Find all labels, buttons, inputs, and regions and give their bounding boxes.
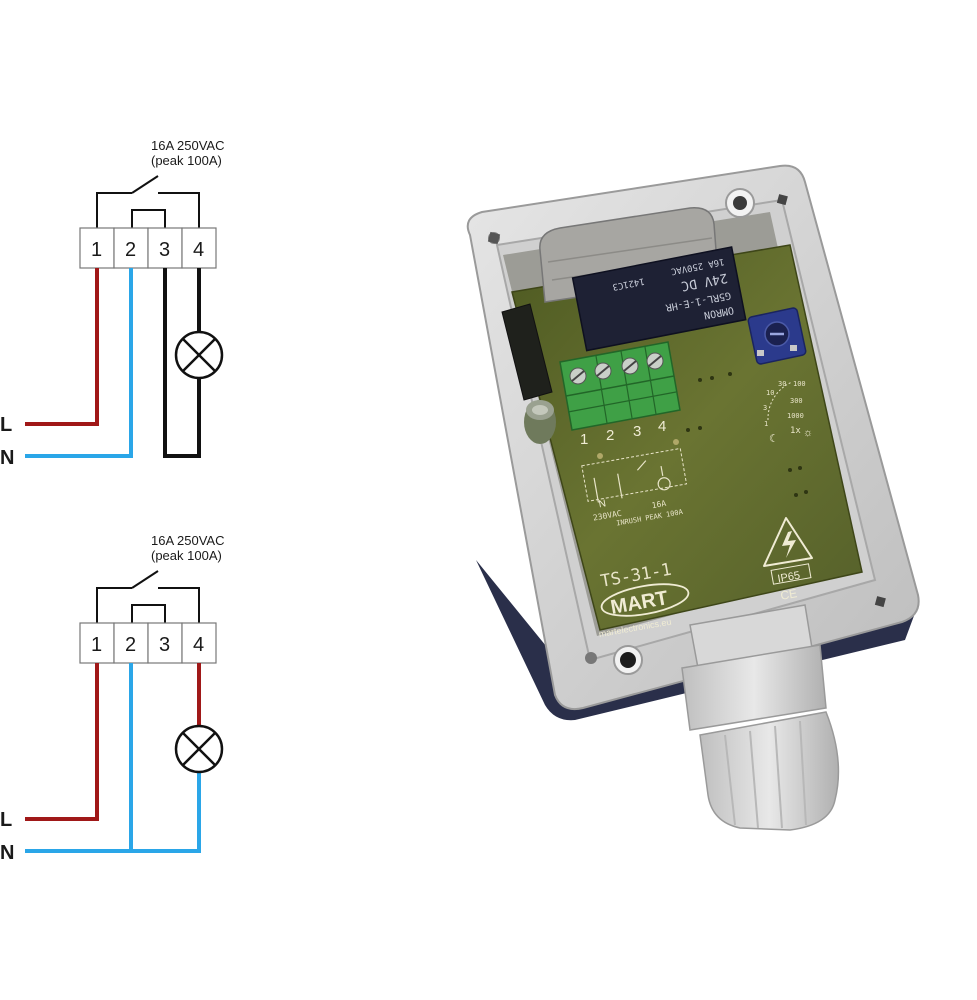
live-label: L [0,809,12,831]
relay-contact-wire-right [158,192,200,228]
lamp-icon [174,724,224,774]
terminal-label: 2 [125,634,136,656]
relay-contact-wire-left [96,192,132,228]
light-threshold-potentiometer[interactable] [747,307,807,365]
terminal-block [559,341,681,431]
scale-value: 1000 [787,412,804,420]
scale-value: 1 [764,420,768,428]
pcb-neutral-mark: N [598,498,607,510]
neutral-label: N [0,842,14,864]
pcb-terminal-number: 3 [633,423,641,440]
lux-unit-label: 1x [790,426,801,436]
terminal-label: 4 [193,634,204,656]
terminal-strip: 1 2 3 4 [79,227,217,269]
rating-line-1: 16A 250VAC [151,533,224,548]
terminal-label: 3 [159,634,170,656]
pcb-terminal-numbers: 1 2 3 4 [580,418,666,448]
device-photo: 1421C3 16A 250VAC 24V DC G5RL-1-E-HR OMR… [466,164,920,831]
wiring-diagram-1: 16A 250VAC (peak 100A) 1 2 3 4 L N [0,138,224,469]
wiring-diagram-2: 16A 250VAC (peak 100A) 1 2 3 4 L N [0,533,224,864]
load-return-wire [163,268,201,458]
lux-scale: 1 3 10 30 100 300 1000 ☾ 1x ☼ [763,380,813,445]
cable-gland [681,604,840,831]
ip-rating-box [770,563,812,585]
rating-line-1: 16A 250VAC [151,138,224,153]
terminal-strip: 1 2 3 4 [79,622,217,664]
relay-switch-blade [131,175,159,194]
relay: 1421C3 16A 250VAC 24V DC G5RL-1-E-HR OMR… [571,246,747,352]
corner-screw-holes [487,188,886,675]
terminal-label: 4 [193,239,204,261]
terminal-label: 1 [91,239,102,261]
relay-switch-blade [131,570,159,589]
pcb-vias [597,372,808,497]
scale-value: 100 [793,380,806,388]
live-label: L [0,414,12,436]
pcb-terminal-number: 2 [606,427,614,444]
scale-value: 10 [766,389,774,397]
relay-contact-wire-right [158,587,200,623]
neutral-wire [25,268,133,458]
moon-icon: ☾ [769,433,779,445]
film-capacitor [501,303,553,401]
pcb-terminal-number: 4 [658,418,666,435]
live-wire [25,268,99,426]
neutral-wire [25,772,201,853]
pcb-load-label: 16A [651,499,667,510]
neutral-label: N [0,447,14,469]
electrolytic-capacitor [524,400,556,444]
rating-line-2: (peak 100A) [151,153,222,168]
scale-value: 3 [763,404,767,412]
terminal-label: 2 [125,239,136,261]
bridge-2-3 [131,604,166,623]
scale-value: 300 [790,397,803,405]
relay-contact-wire-left [96,587,132,623]
lamp-icon [174,330,224,380]
ce-mark: CE [779,586,798,603]
terminal-label: 1 [91,634,102,656]
transformer-winding-line [547,237,713,263]
scale-value: 30 [778,380,786,388]
sun-icon: ☼ [803,427,813,439]
ip-rating: IP65 [777,570,801,586]
bridge-2-3 [131,209,166,228]
high-voltage-warning-icon [763,517,813,567]
terminal-label: 3 [159,239,170,261]
live-wire [25,663,99,821]
rating-line-2: (peak 100A) [151,548,222,563]
pcb-terminal-number: 1 [580,431,588,448]
